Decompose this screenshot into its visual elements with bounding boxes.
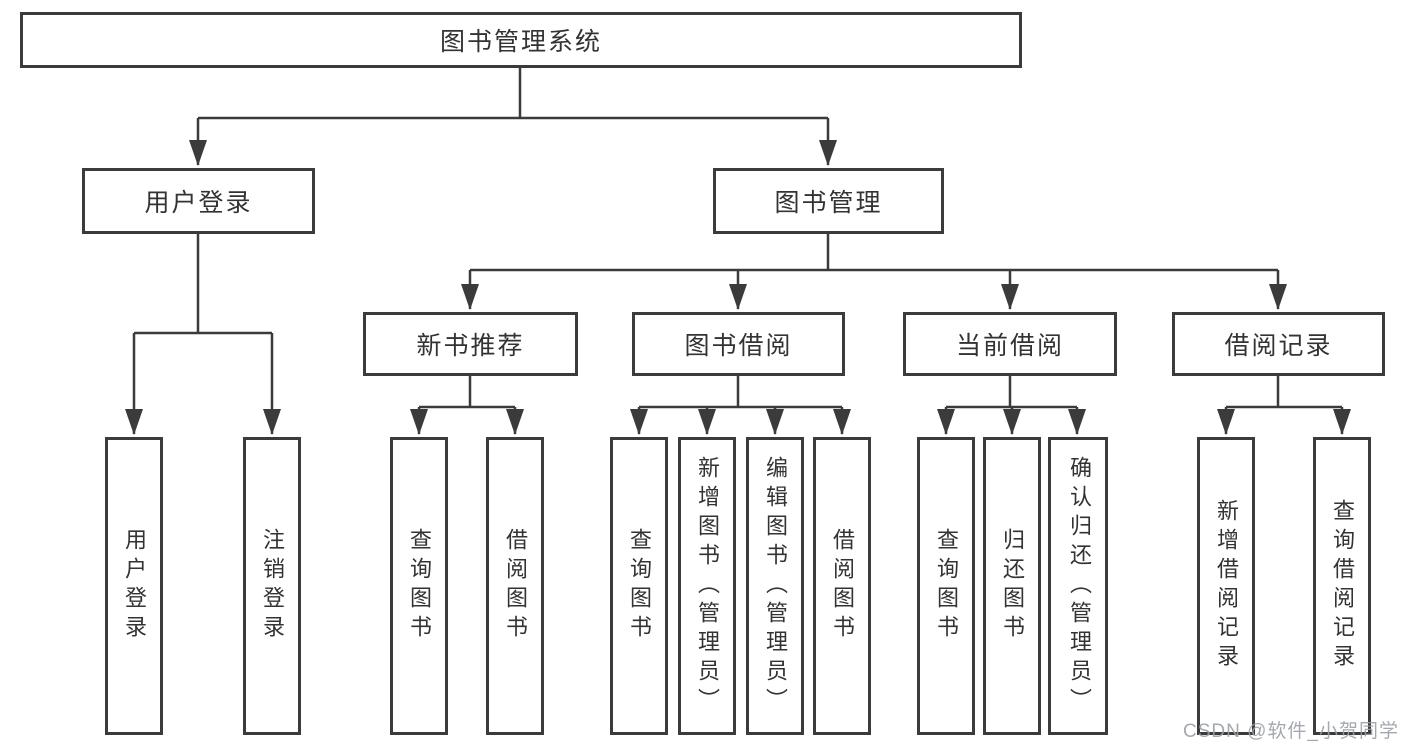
node-current-borrowing: 当前借阅 — [903, 312, 1117, 376]
node-user-login: 用户登录 — [82, 168, 315, 234]
node-book-borrowing: 图书借阅 — [632, 312, 845, 376]
node-borrowing-records: 借阅记录 — [1172, 312, 1385, 376]
edge-root-to-level2 — [189, 68, 837, 166]
edge-borrowing-records-to-children — [1217, 376, 1351, 435]
csdn-watermark: CSDN @软件_小贺同学 — [1183, 721, 1399, 742]
node-query-books-borrowing: 查询图书 — [610, 437, 668, 735]
node-query-books-current: 查询图书 — [917, 437, 975, 735]
node-add-borrow-record: 新增借阅记录 — [1197, 437, 1255, 735]
node-logout: 注销登录 — [243, 437, 301, 735]
edge-new-book-recommend-to-children — [410, 376, 524, 435]
node-new-book-recommend: 新书推荐 — [363, 312, 578, 376]
node-edit-book-admin: 编辑图书（管理员） — [746, 437, 804, 735]
edge-user-login-to-children — [125, 234, 281, 435]
edge-current-borrowing-to-children — [937, 376, 1086, 435]
edge-book-borrowing-to-children — [630, 376, 851, 435]
node-library-management-system: 图书管理系统 — [20, 12, 1022, 68]
node-query-books-recommend: 查询图书 — [390, 437, 448, 735]
node-add-book-admin: 新增图书（管理员） — [678, 437, 736, 735]
node-borrow-books-recommend: 借阅图书 — [486, 437, 544, 735]
node-login: 用户登录 — [105, 437, 163, 735]
node-query-borrow-record: 查询借阅记录 — [1313, 437, 1371, 735]
node-book-management: 图书管理 — [713, 168, 944, 234]
edge-book-management-to-sections — [461, 234, 1287, 310]
node-borrow-books-borrowing: 借阅图书 — [813, 437, 871, 735]
node-return-book: 归还图书 — [983, 437, 1041, 735]
node-confirm-return-admin: 确认归还（管理员） — [1048, 437, 1108, 735]
